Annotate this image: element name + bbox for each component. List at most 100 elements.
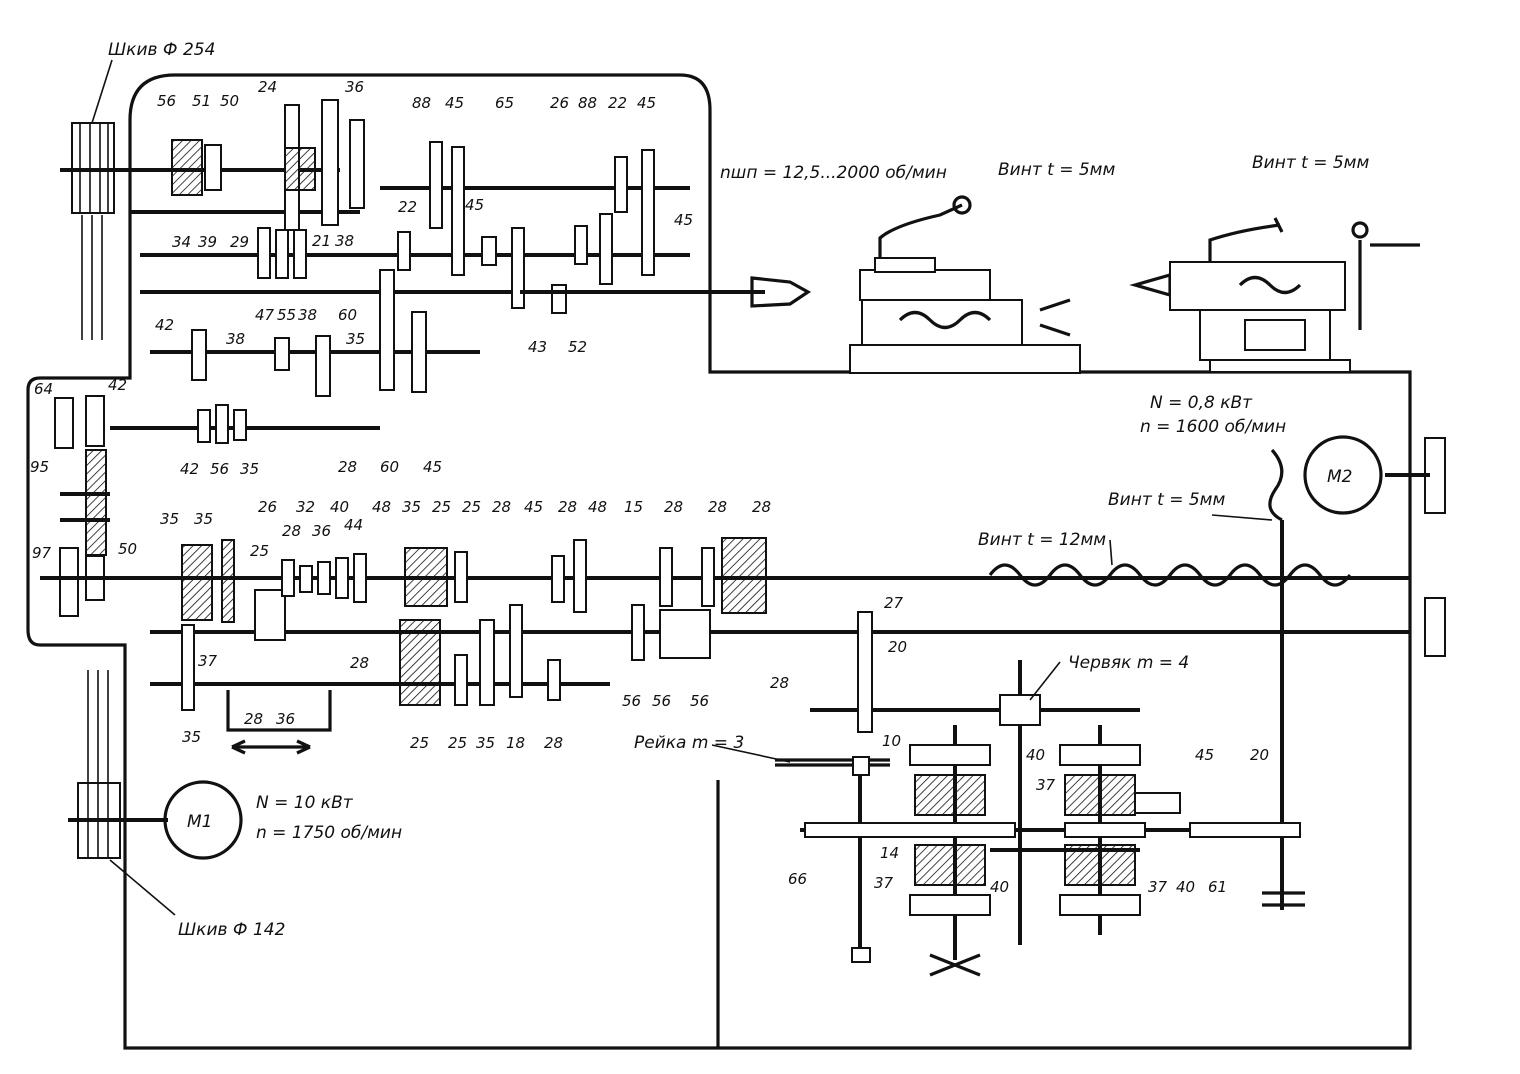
gear-number: 28 [338, 458, 357, 476]
compound-rest [849, 195, 1081, 374]
rack [775, 758, 890, 767]
gear-number: 60 [380, 458, 399, 476]
gear-number: 21 [312, 232, 331, 250]
tailstock-screw-label: Винт t = 5мм [1252, 153, 1369, 173]
tailstock [1129, 217, 1420, 373]
motor-m2-power: N = 0,8 кВт [1150, 393, 1253, 413]
gear-number: 32 [296, 498, 315, 516]
gear-number: 37 [1148, 878, 1168, 896]
gear-number: 56 [690, 692, 709, 710]
motor-m1 [163, 780, 243, 860]
gear-number: 37 [198, 652, 218, 670]
rapid-screw-label: Винт t = 5мм [1108, 490, 1225, 510]
motor-m1-speed: n = 1750 об/мин [256, 823, 402, 843]
gear-number: 50 [118, 540, 137, 558]
gear-number: 52 [568, 338, 587, 356]
gear-number: 25 [432, 498, 451, 516]
gear-number: 26 [258, 498, 277, 516]
gear-number: 22 [608, 94, 627, 112]
gear-number: 65 [495, 94, 514, 112]
gear-number: 50 [220, 92, 239, 110]
gear-number: 56 [652, 692, 671, 710]
gear-number: 28 [558, 498, 577, 516]
gear-number: 35 [194, 510, 213, 528]
gear-number: 14 [880, 844, 899, 862]
pulley-142-label: Шкив Ф 142 [178, 920, 285, 940]
gear-number: 28 [544, 734, 563, 752]
gear-number: 45 [423, 458, 442, 476]
gear-number: 25 [250, 542, 269, 560]
gear-number: 39 [198, 233, 217, 251]
gear-number: 88 [412, 94, 431, 112]
gear-number: 42 [180, 460, 199, 478]
gear-labels: 56 51 50 24 36 34 39 29 21 38 47 55 38 2… [30, 78, 1269, 896]
motor-m2-name: M2 [1327, 467, 1352, 487]
spindle-speed-label: nшп = 12,5...2000 об/мин [720, 163, 947, 183]
gear-number: 26 [550, 94, 569, 112]
gear-number: 66 [788, 870, 807, 888]
gear-number: 43 [528, 338, 547, 356]
gear-number: 28 [664, 498, 683, 516]
motor-m2-speed: n = 1600 об/мин [1140, 417, 1286, 437]
cross-slide-screw-label: Винт t = 5мм [998, 160, 1115, 180]
gear-number: 34 [172, 233, 191, 251]
gear-number: 40 [1026, 746, 1045, 764]
worm-label: Червяк m = 4 [1068, 653, 1189, 673]
gear-number: 25 [462, 498, 481, 516]
gear-number: 40 [1176, 878, 1195, 896]
gear-number: 28 [244, 710, 263, 728]
gear-number: 38 [335, 232, 354, 250]
gear-number: 38 [226, 330, 245, 348]
gear-number: 35 [182, 728, 201, 746]
gear-number: 25 [448, 734, 467, 752]
gear-number: 36 [312, 522, 331, 540]
gear-number: 35 [346, 330, 365, 348]
gear-number: 27 [884, 594, 904, 612]
gear-number: 18 [506, 734, 525, 752]
gear-number: 56 [210, 460, 229, 478]
gear-number: 29 [230, 233, 249, 251]
motor-m1-name: M1 [187, 812, 212, 832]
gear-number: 51 [192, 92, 211, 110]
gear-number: 55 [277, 306, 296, 324]
lead-screw-label: Винт t = 12мм [978, 530, 1106, 550]
gear-number: 28 [752, 498, 771, 516]
gear-number: 64 [34, 380, 53, 398]
gear-number: 60 [338, 306, 357, 324]
gear-number: 56 [157, 92, 176, 110]
gear-number: 47 [255, 306, 275, 324]
gear-number: 45 [674, 211, 693, 229]
gear-number: 45 [465, 196, 484, 214]
gear-number: 45 [445, 94, 464, 112]
motor-m2 [1303, 435, 1383, 515]
gear-number: 15 [624, 498, 643, 516]
gear-number: 88 [578, 94, 597, 112]
gear-number: 35 [402, 498, 421, 516]
gear-number: 35 [240, 460, 259, 478]
gear-number: 36 [345, 78, 364, 96]
gear-number: 20 [888, 638, 907, 656]
gear-number: 45 [1195, 746, 1214, 764]
gear-number: 36 [276, 710, 295, 728]
gear-number: 48 [588, 498, 607, 516]
gear-number: 28 [708, 498, 727, 516]
gear-number: 22 [398, 198, 417, 216]
lead-screw [988, 563, 1352, 587]
gear-number: 25 [410, 734, 429, 752]
gear-number: 40 [330, 498, 349, 516]
motor-m1-power: N = 10 кВт [256, 793, 354, 813]
gear-number: 61 [1208, 878, 1227, 896]
gear-number: 28 [770, 674, 789, 692]
gear-number: 48 [372, 498, 391, 516]
gear-number: 35 [160, 510, 179, 528]
gear-number: 10 [882, 732, 901, 750]
gear-number: 40 [990, 878, 1009, 896]
gear-number: 35 [476, 734, 495, 752]
gear-number: 24 [258, 78, 277, 96]
gear-number: 38 [298, 306, 317, 324]
gear-number: 42 [155, 316, 174, 334]
gear-number: 45 [524, 498, 543, 516]
gear-number: 44 [344, 516, 363, 534]
